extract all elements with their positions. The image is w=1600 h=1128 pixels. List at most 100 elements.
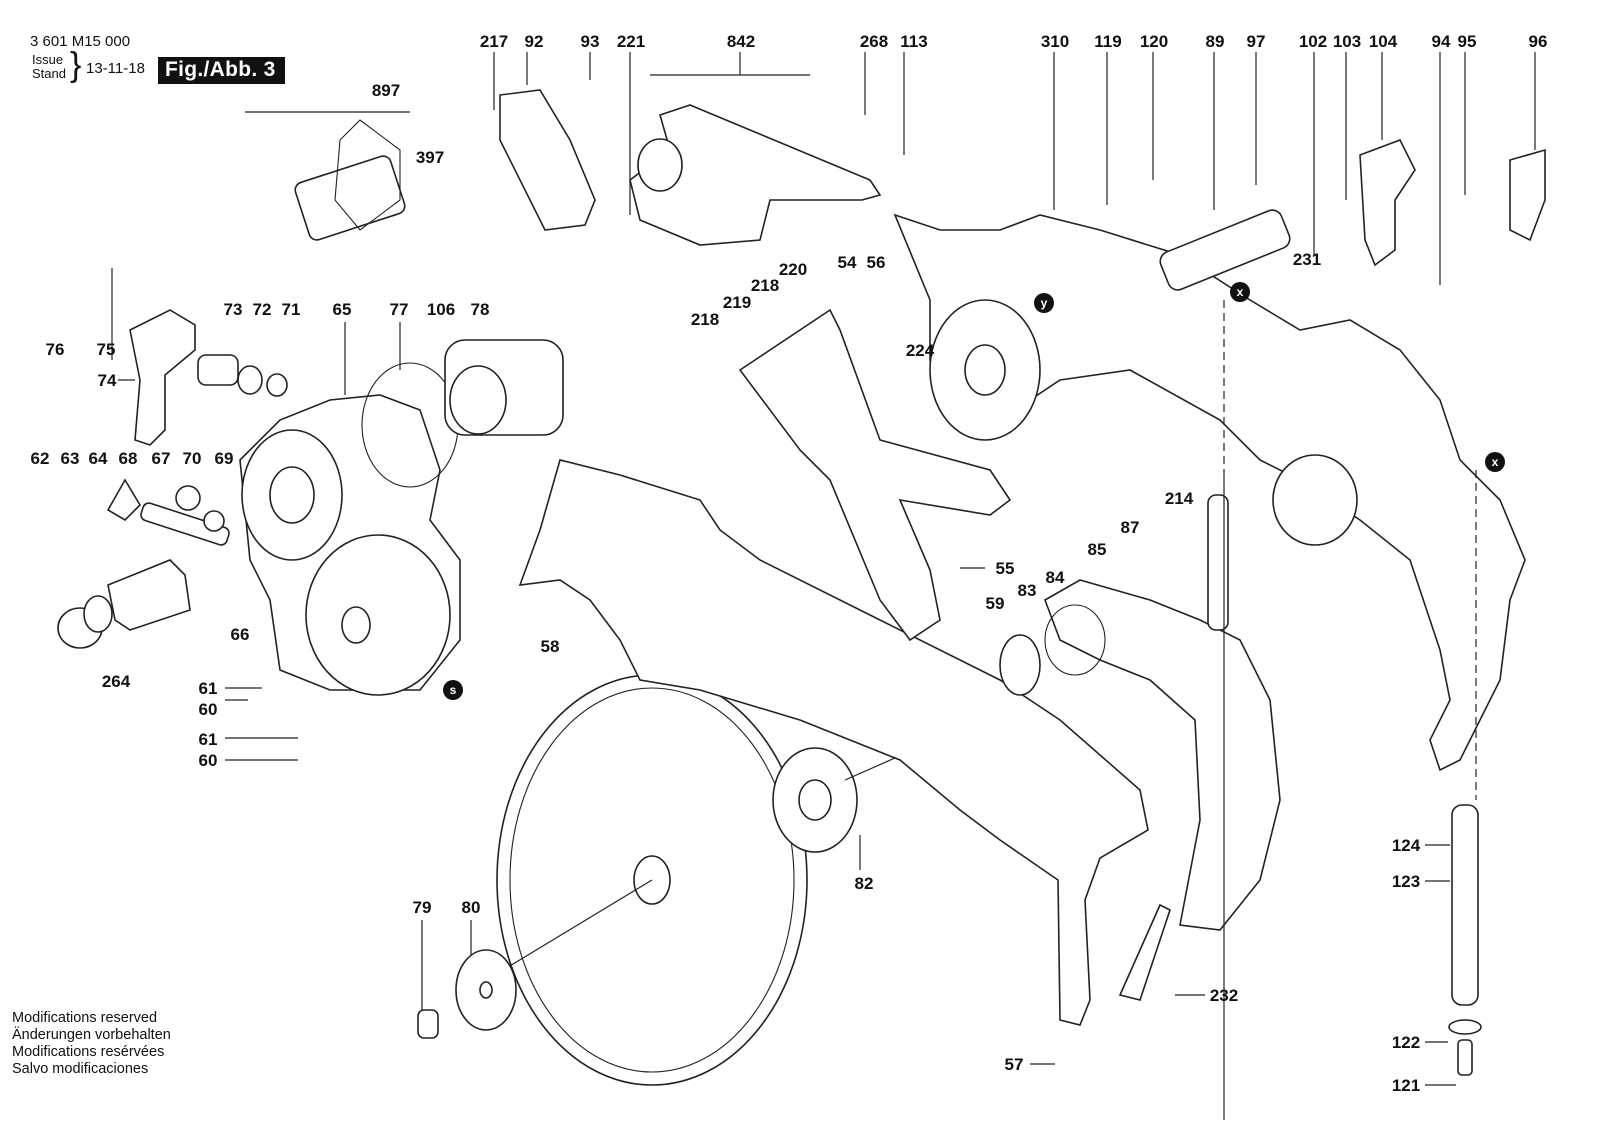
part-label: 75 [97, 340, 116, 359]
part-label: 69 [215, 449, 234, 468]
footer-note: Modifications resérvées [12, 1044, 165, 1060]
part-label: 93 [581, 32, 600, 51]
part-label: 63 [61, 449, 80, 468]
svg-text:y: y [1041, 296, 1048, 310]
part-232 [1118, 903, 1171, 1001]
part-label: 83 [1018, 581, 1037, 600]
footer-notes: Modifications reserved Änderungen vorbeh… [12, 1010, 171, 1078]
part-label: 106 [427, 300, 455, 319]
nut-70 [175, 485, 201, 511]
part-label: 103 [1333, 32, 1361, 51]
svg-text:x: x [1492, 455, 1499, 469]
lever-74 [129, 309, 196, 446]
link-842 [629, 104, 882, 246]
part-label: 74 [98, 371, 117, 390]
marker-y: y [1034, 293, 1054, 313]
part-label: 214 [1165, 489, 1194, 508]
part-label: 123 [1392, 872, 1420, 891]
bracket-92 [499, 89, 596, 231]
part-label: 62 [31, 449, 50, 468]
issue-label: Issue Stand [32, 53, 66, 81]
part-label: 54 [838, 253, 857, 272]
figure-label: Fig./Abb. 3 [158, 57, 285, 84]
part-label: 70 [183, 449, 202, 468]
part-label: 121 [1392, 1076, 1420, 1095]
part-label: 61 [199, 730, 218, 749]
issue-date: 13-11-18 [86, 60, 145, 77]
part-label: 89 [1206, 32, 1225, 51]
part-label: 220 [779, 260, 807, 279]
marker-s: s [443, 680, 463, 700]
part-label: 68 [119, 449, 138, 468]
wire-897 [334, 119, 401, 231]
arm-59 [518, 459, 1149, 1026]
part-label: 92 [525, 32, 544, 51]
brace-glyph: } [70, 46, 82, 84]
part-label: 76 [46, 340, 65, 359]
part-label: 122 [1392, 1033, 1420, 1052]
part-label: 268 [860, 32, 888, 51]
part-label: 119 [1094, 32, 1121, 51]
part-label: 102 [1299, 32, 1327, 51]
part-label: 77 [390, 300, 409, 319]
sleeve-73 [197, 354, 239, 386]
part-label: 78 [471, 300, 490, 319]
lock-washer-72 [237, 365, 263, 395]
part-label: 842 [727, 32, 755, 51]
washer-71 [266, 373, 288, 397]
washer-63 [83, 595, 113, 633]
upper-housing-310 [893, 213, 1526, 772]
part-label: 67 [152, 449, 171, 468]
part-label: 217 [480, 32, 508, 51]
marker-x-right: x [1485, 452, 1505, 472]
bolt-79 [417, 1009, 439, 1039]
part-label: 60 [199, 751, 218, 770]
svg-text:s: s [450, 683, 457, 697]
part-label: 897 [372, 81, 400, 100]
part-label: 65 [333, 300, 352, 319]
part-label: 58 [541, 637, 560, 656]
part-label: 57 [1005, 1055, 1024, 1074]
part-label: 120 [1140, 32, 1168, 51]
part-label: 56 [867, 253, 886, 272]
lever-104 [1359, 138, 1416, 267]
part-label: 66 [231, 625, 250, 644]
part-label: 61 [199, 679, 218, 698]
part-label: 97 [1247, 32, 1266, 51]
saw-blade [479, 674, 808, 1086]
cap-68 [106, 478, 142, 522]
part-label: 71 [282, 300, 301, 319]
part-label: 85 [1088, 540, 1107, 559]
part-label: 73 [224, 300, 243, 319]
blade-guard-85 [1044, 579, 1281, 931]
part-label: 397 [416, 148, 444, 167]
footer-note: Modifications reserved [12, 1010, 158, 1026]
part-label: 113 [900, 32, 927, 51]
part-label: 84 [1046, 568, 1065, 587]
issue-label-en: Issue [32, 52, 64, 67]
part-label: 59 [986, 594, 1005, 613]
part-label: 80 [462, 898, 481, 917]
footer-note: Salvo modificaciones [12, 1061, 149, 1077]
spindle-64 [107, 559, 191, 631]
part-label: 231 [1293, 250, 1321, 269]
part-label: 96 [1529, 32, 1548, 51]
part-labels: 217 92 93 221 842 268 113 310 119 120 89… [31, 32, 1548, 1095]
washer-69 [203, 510, 225, 532]
issue-label-de: Stand [32, 66, 66, 81]
shaft-67 [140, 502, 230, 546]
spring-123 [1451, 804, 1479, 1006]
part-label: 218 [751, 276, 779, 295]
leader-lines [111, 52, 1536, 1120]
part-label: 87 [1121, 518, 1140, 537]
screw-121 [1457, 1039, 1473, 1076]
part-label: 221 [617, 32, 645, 51]
document-number: 3 601 M15 000 [30, 33, 131, 50]
washer-122 [1448, 1019, 1482, 1035]
circlip-83 [999, 634, 1041, 696]
pin-97 [1159, 209, 1291, 291]
parts-drawing [57, 89, 1546, 1086]
part-label: 310 [1041, 32, 1069, 51]
lever-96 [1509, 148, 1546, 242]
